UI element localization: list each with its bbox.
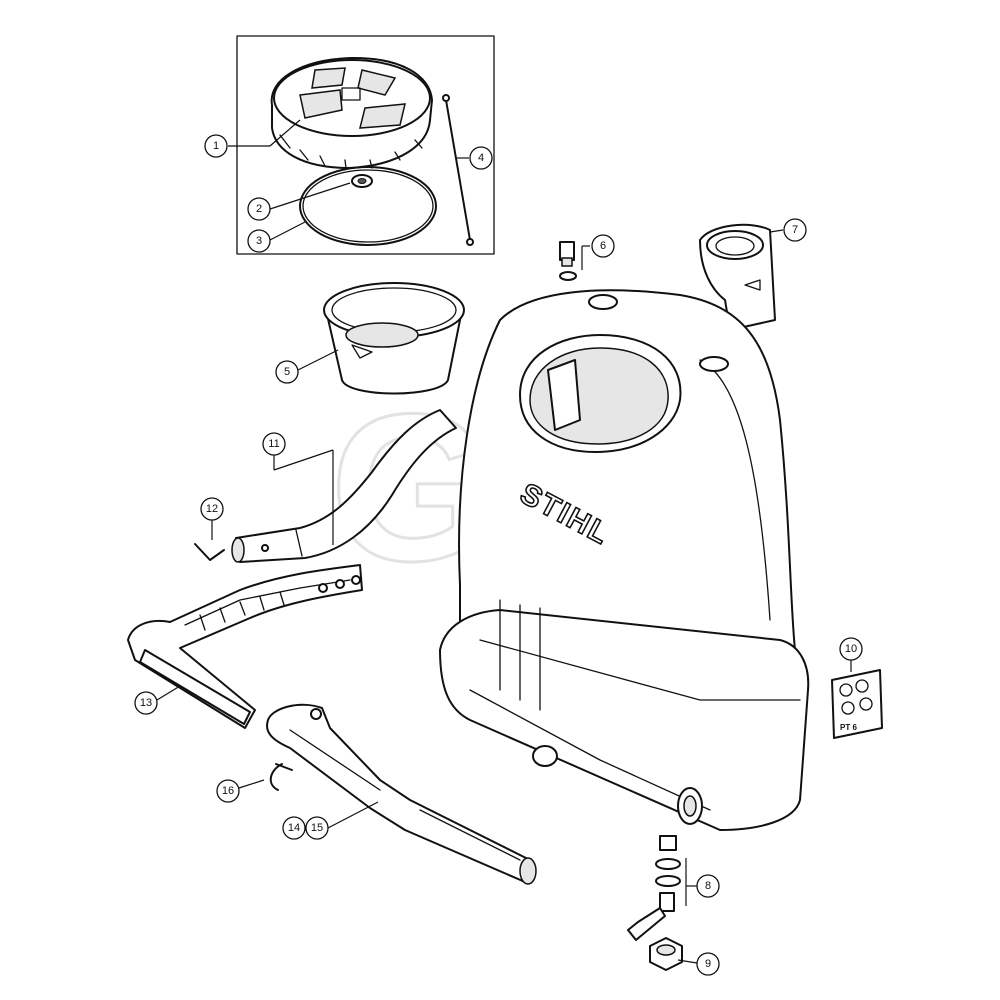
callout-15[interactable]: 15 bbox=[305, 816, 329, 840]
svg-text:7: 7 bbox=[792, 224, 798, 236]
part-nut[interactable] bbox=[649, 937, 683, 971]
svg-text:9: 9 bbox=[705, 958, 711, 970]
part-ring-clip[interactable] bbox=[269, 763, 293, 791]
callout-7[interactable]: 7 bbox=[783, 218, 807, 242]
part-holder[interactable] bbox=[699, 223, 776, 331]
callouts: 1 2 3 4 5 6 7 8 9 10 11 12 13 16 14 15 bbox=[134, 134, 863, 976]
cap-assembly-box bbox=[236, 35, 495, 255]
part-o-ring[interactable] bbox=[299, 166, 437, 246]
callout-8[interactable]: 8 bbox=[696, 874, 720, 898]
callout-13[interactable]: 13 bbox=[134, 691, 158, 715]
callout-6[interactable]: 6 bbox=[591, 234, 615, 258]
callout-10[interactable]: 10 bbox=[839, 637, 863, 661]
part-lever[interactable] bbox=[127, 564, 363, 729]
svg-text:10: 10 bbox=[845, 643, 857, 655]
part-fitting-set[interactable] bbox=[627, 835, 681, 941]
svg-text:16: 16 bbox=[222, 785, 234, 797]
callout-3[interactable]: 3 bbox=[247, 229, 271, 253]
svg-text:12: 12 bbox=[206, 503, 218, 515]
svg-text:8: 8 bbox=[705, 880, 711, 892]
svg-text:14: 14 bbox=[288, 822, 300, 834]
part-clip[interactable] bbox=[194, 543, 225, 561]
part-handle[interactable] bbox=[266, 703, 537, 885]
part-valve[interactable] bbox=[559, 241, 577, 281]
svg-text:13: 13 bbox=[140, 697, 152, 709]
callout-1[interactable]: 1 bbox=[204, 134, 228, 158]
svg-text:1: 1 bbox=[213, 140, 219, 152]
part-filter-basket[interactable] bbox=[323, 282, 465, 395]
svg-text:2: 2 bbox=[256, 203, 262, 215]
tank-body[interactable]: STIHL bbox=[439, 289, 810, 831]
part-warning-sticker[interactable]: PT 6 bbox=[831, 669, 883, 739]
callout-12[interactable]: 12 bbox=[200, 497, 224, 521]
part-cap-seal[interactable] bbox=[351, 174, 373, 188]
part-suction-pipe[interactable] bbox=[231, 409, 457, 563]
callout-16[interactable]: 16 bbox=[216, 779, 240, 803]
callout-5[interactable]: 5 bbox=[275, 360, 299, 384]
sticker-code: PT 6 bbox=[840, 723, 857, 732]
callout-9[interactable]: 9 bbox=[696, 952, 720, 976]
svg-text:6: 6 bbox=[600, 240, 606, 252]
svg-text:4: 4 bbox=[478, 152, 484, 164]
callout-4[interactable]: 4 bbox=[469, 146, 493, 170]
svg-text:11: 11 bbox=[268, 438, 279, 450]
callout-2[interactable]: 2 bbox=[247, 197, 271, 221]
callout-14[interactable]: 14 bbox=[282, 816, 306, 840]
part-cap[interactable] bbox=[270, 56, 433, 169]
callout-11[interactable]: 11 bbox=[262, 432, 286, 456]
part-rod[interactable] bbox=[442, 94, 474, 246]
svg-text:15: 15 bbox=[311, 822, 323, 834]
svg-text:5: 5 bbox=[284, 366, 290, 378]
leader-lines bbox=[156, 119, 852, 964]
svg-text:3: 3 bbox=[256, 235, 262, 247]
